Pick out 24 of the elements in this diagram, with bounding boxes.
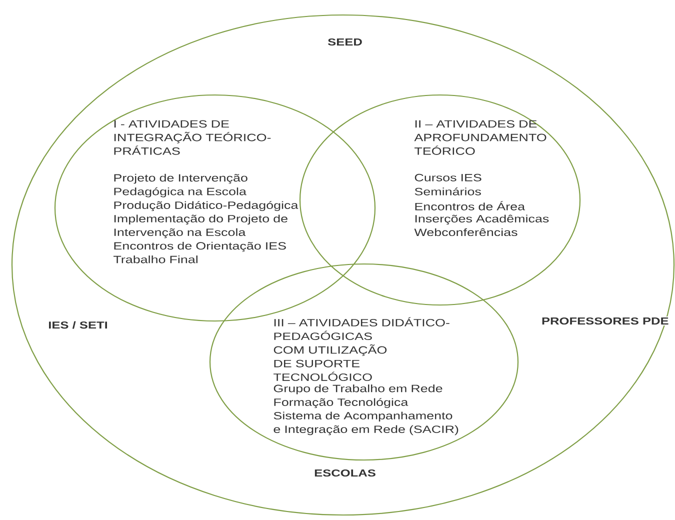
list-item: Formação Tecnológica xyxy=(274,398,408,408)
heading: II – ATIVIDADES DE APROFUNDAMENTO TEÓRICO xyxy=(414,120,546,155)
list-item: Encontros de Área xyxy=(415,201,526,210)
list-item: Projeto de Intervenção Pedagógica na Escola xyxy=(114,174,248,198)
venn-ellipse xyxy=(11,14,675,516)
list-item: Trabalho Final xyxy=(114,256,198,264)
heading: COM UTILIZAÇÃO DE SUPORTE TECNOLÓGICO xyxy=(274,344,387,381)
venn-ellipse xyxy=(209,263,519,461)
list-item: Inserções Acadêmicas xyxy=(415,214,549,225)
heading: I - ATIVIDADES DE INTEGRAÇÃO TEÓRICO-PRÁTICAS xyxy=(114,120,271,155)
region-label: PROFESSORES PDE xyxy=(540,316,670,326)
list-item: Seminários xyxy=(414,188,481,196)
list-item: Grupo de Trabalho em Rede xyxy=(274,384,442,394)
heading: III – ATIVIDADES DIDÁTICO-PEDAGÓGICAS xyxy=(274,317,450,340)
region-label: ESCOLAS xyxy=(313,468,377,478)
venn-ellipse xyxy=(299,94,581,306)
list-item: Sistema de Acompanhamento e Integração em Rede (SACIR) xyxy=(274,412,458,436)
list-item: Webconferências xyxy=(414,228,518,236)
list-item: Cursos IES xyxy=(414,174,482,182)
list-item: Encontros de Orientação IES xyxy=(114,242,286,252)
list-item: Produção Didático-Pedagógica xyxy=(114,201,298,212)
list-item: Implementação do Projeto de Intervenção na Escola xyxy=(114,214,288,238)
region-label: IES / SETI xyxy=(47,320,109,330)
region-label: SEED xyxy=(326,37,364,47)
